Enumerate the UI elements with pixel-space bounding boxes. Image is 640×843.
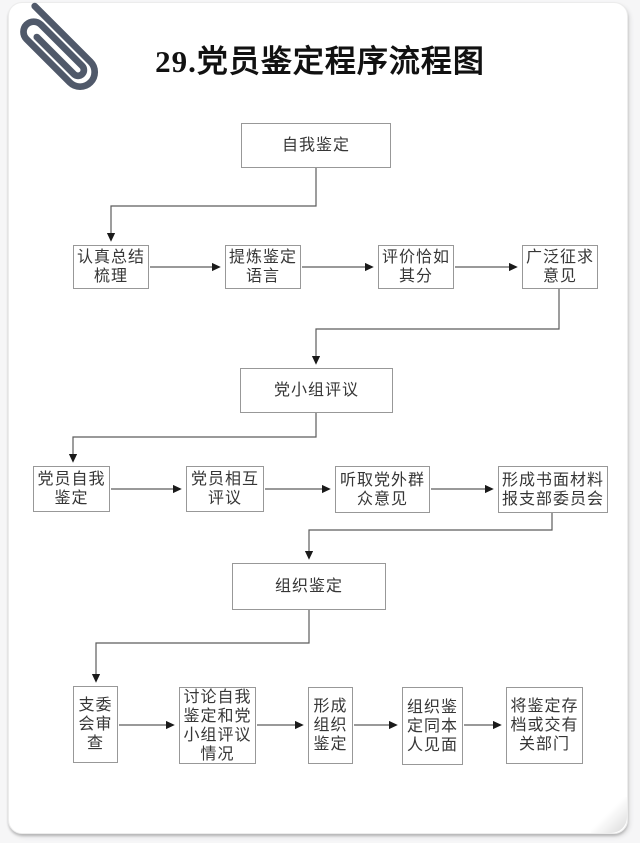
flow-node-solicit-opinions: 广泛征求 意见 [522,245,598,289]
flow-node-committee-review: 支委 会审 查 [73,686,118,763]
flow-node-refine-language: 提炼鉴定 语言 [225,245,301,289]
flow-node-summarize: 认真总结 梳理 [73,245,149,289]
flow-node-org-appraisal: 组织鉴定 [232,563,386,610]
flow-node-outside-opinions: 听取党外群 众意见 [335,466,430,513]
page-curl-decoration [591,797,627,833]
flow-node-discuss-results: 讨论自我 鉴定和党 小组评议 情况 [179,687,256,764]
page-title: 29.党员鉴定程序流程图 [155,44,485,79]
flow-node-member-self: 党员自我 鉴定 [33,466,110,512]
flow-node-archive: 将鉴定存 档或交有 关部门 [506,687,583,764]
flow-node-form-org-appraisal: 形成 组织 鉴定 [308,687,353,764]
flow-node-written-materials: 形成书面材料 报支部委员会 [498,466,608,513]
paperclip-icon [0,0,136,128]
flow-node-meet-person: 组织鉴 定同本 人见面 [402,687,463,765]
flow-node-fair-evaluation: 评价恰如 其分 [378,245,454,289]
flow-node-mutual-review: 党员相互 评议 [186,466,264,512]
flow-node-group-review: 党小组评议 [240,368,393,413]
flow-node-self-appraisal: 自我鉴定 [241,123,391,168]
